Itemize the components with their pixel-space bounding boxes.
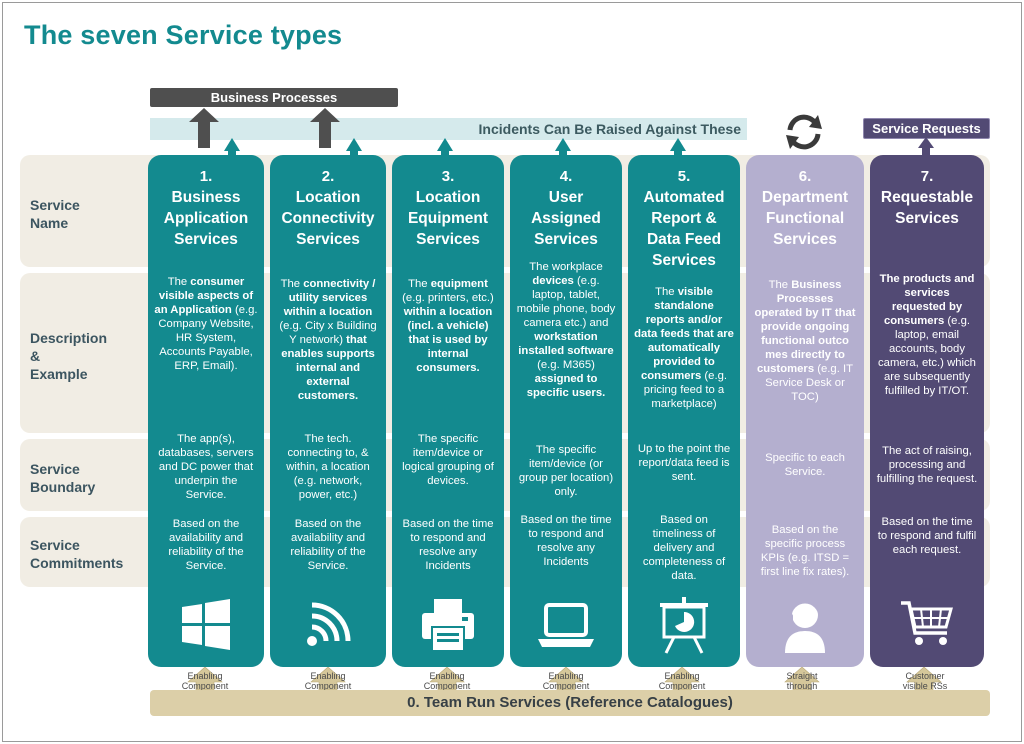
service-commitments: Based on the specific process KPIs (e.g.… <box>760 524 850 578</box>
shopping-cart-icon <box>901 601 953 645</box>
service-number: 7. <box>920 168 934 185</box>
service-boundary: The app(s), databases, servers and DC po… <box>158 433 254 501</box>
laptop-icon <box>538 603 594 647</box>
service-commitments: Based on the availability and reliabilit… <box>290 518 366 572</box>
service-commitments: Based on the time to respond and resolve… <box>520 514 612 568</box>
row-label-description: Description&Example <box>30 330 108 382</box>
printer-icon <box>422 599 474 652</box>
service-commitments: Based on timeliness of delivery and comp… <box>642 514 726 582</box>
service-number: 3. <box>441 168 455 185</box>
page-title: The seven Service types <box>24 20 343 50</box>
service-commitments: Based on the time to respond and fulfil … <box>877 516 977 556</box>
up-arrow-icon <box>187 666 942 691</box>
team-run-services-band: 0. Team Run Services (Reference Catalogu… <box>150 690 990 716</box>
service-boundary: The tech. connecting to, & within, a loc… <box>286 433 370 501</box>
presentation-chart-icon <box>660 597 708 654</box>
service-description: The Business Processes operated by IT th… <box>754 279 856 403</box>
service-boundary: Specific to each Service. <box>765 452 845 478</box>
service-number: 4. <box>559 168 573 185</box>
incidents-banner: Incidents Can Be Raised Against These <box>150 118 747 140</box>
service-number: 5. <box>677 168 691 185</box>
service-requests-banner: Service Requests <box>863 118 990 139</box>
business-processes-banner: Business Processes <box>150 88 398 107</box>
service-description: The products and services requested by c… <box>878 273 976 397</box>
service-description: The connectivity / utility services with… <box>279 278 377 402</box>
windows-icon <box>182 599 230 650</box>
service-number: 2. <box>321 168 335 185</box>
service-number: 6. <box>798 168 812 185</box>
service-description: The workplace devices (e.g. laptop, tabl… <box>516 261 616 399</box>
service-boundary: The specific item/device or logical grou… <box>402 433 494 487</box>
up-arrow-icon <box>189 108 340 148</box>
service-commitments: Based on the time to respond and resolve… <box>402 518 494 572</box>
service-commitments: Based on the availability and reliabilit… <box>168 518 244 572</box>
service-description: The consumer visible aspects of an Appli… <box>154 276 258 372</box>
service-description: The visible standalone reports and/or da… <box>634 286 734 410</box>
service-description: The equipment (e.g. printers, etc.) with… <box>402 278 494 374</box>
service-boundary: Up to the point the report/data feed is … <box>637 443 731 483</box>
service-boundary: The specific item/device (or group per l… <box>518 444 614 498</box>
service-boundary: The act of raising, processing and fulfi… <box>876 445 978 485</box>
service-number: 1. <box>199 168 213 185</box>
wifi-icon <box>307 602 351 646</box>
headset-agent-icon <box>785 600 825 653</box>
refresh-cycle-icon <box>786 114 822 150</box>
